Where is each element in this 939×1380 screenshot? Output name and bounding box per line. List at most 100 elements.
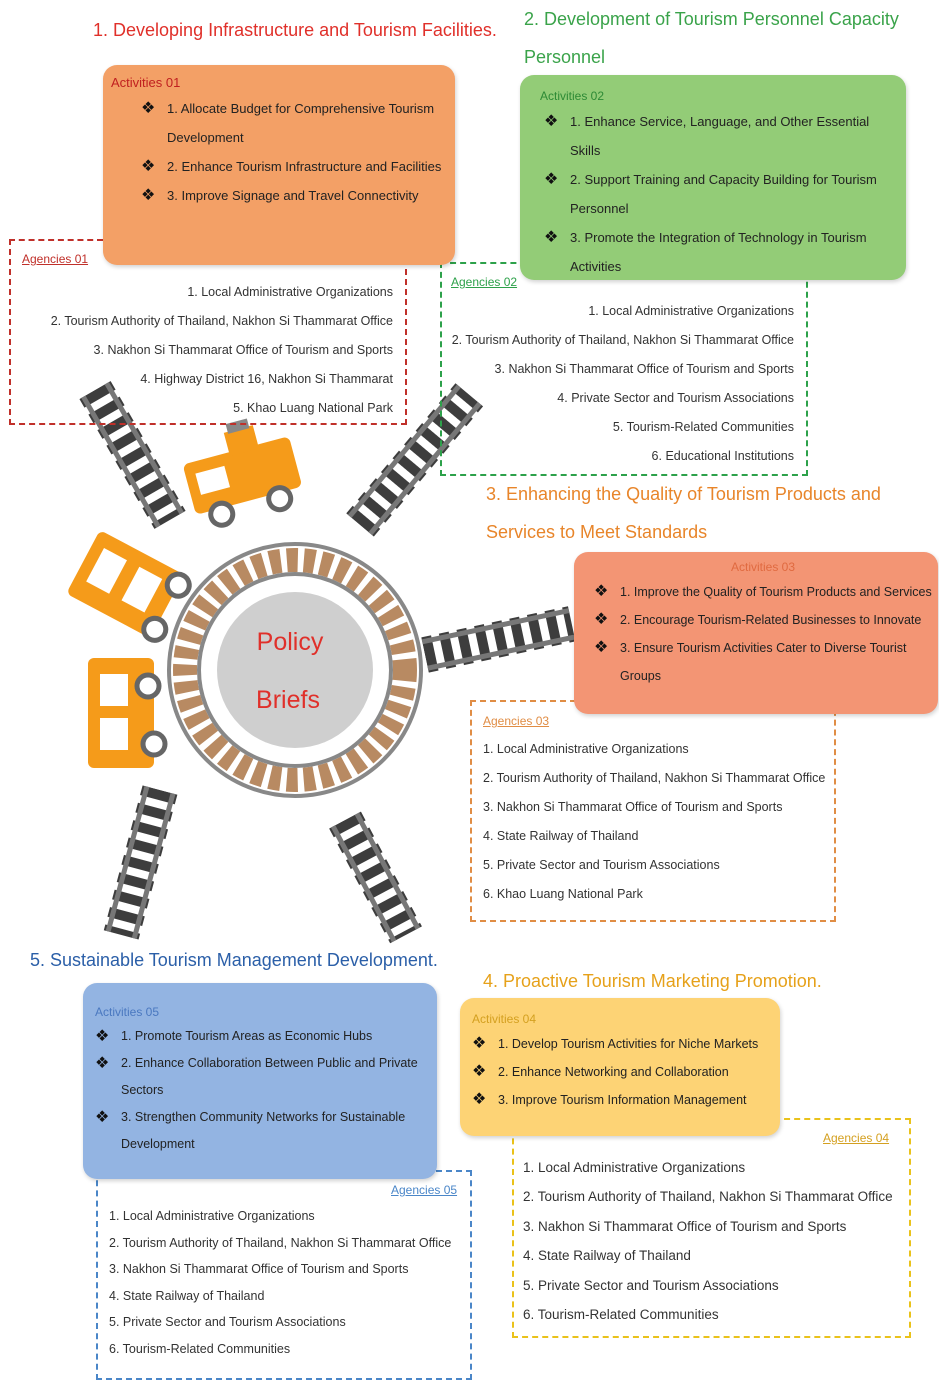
activities-03-title: Activities 03 bbox=[730, 560, 796, 574]
diamond-bullet-icon: ❖ bbox=[95, 1055, 110, 1072]
agency-03-item: 4. State Railway of Thailand bbox=[483, 829, 639, 843]
agency-02-item: 1. Local Administrative Organizations bbox=[588, 304, 794, 318]
diamond-bullet-icon: ❖ bbox=[472, 1091, 487, 1108]
agency-01-item: 3. Nakhon Si Thammarat Office of Tourism… bbox=[93, 343, 393, 357]
activities-05-title: Activities 05 bbox=[95, 1005, 160, 1019]
diamond-bullet-icon: ❖ bbox=[141, 187, 156, 204]
train-car-2 bbox=[88, 658, 168, 768]
agency-03-item: 6. Khao Luang National Park bbox=[483, 887, 643, 901]
agency-04-item: 1. Local Administrative Organizations bbox=[523, 1160, 746, 1175]
activity-05-item: ❖ 3. Strengthen Community Networks for Su… bbox=[95, 1104, 427, 1158]
agencies-02-title: Agencies 02 bbox=[451, 275, 518, 289]
diamond-bullet-icon: ❖ bbox=[95, 1109, 110, 1126]
agency-01-item: 1. Local Administrative Organizations bbox=[187, 285, 393, 299]
diamond-bullet-icon: ❖ bbox=[594, 583, 609, 600]
activity-04-item: ❖1. Develop Tourism Activities for Niche… bbox=[472, 1030, 772, 1058]
rail-track-right bbox=[421, 606, 576, 673]
diamond-bullet-icon: ❖ bbox=[472, 1063, 487, 1080]
rail-track-upper-right bbox=[346, 383, 484, 537]
section-5-heading: 5. Sustainable Tourism Management Develo… bbox=[30, 950, 438, 970]
activity-text: 1. Allocate Budget for Comprehensive Tou… bbox=[167, 101, 435, 145]
activity-text: 3. Improve Signage and Travel Connectivi… bbox=[167, 188, 419, 203]
agency-03-item: 3. Nakhon Si Thammarat Office of Tourism… bbox=[483, 800, 783, 814]
activity-text: 2. Enhance Networking and Collaboration bbox=[498, 1065, 729, 1079]
activity-01-item: ❖ 2. Enhance Tourism Infrastructure and F… bbox=[141, 152, 447, 181]
train-engine bbox=[183, 418, 301, 528]
agency-05-item: 1. Local Administrative Organizations bbox=[109, 1209, 315, 1223]
agency-02-item: 3. Nakhon Si Thammarat Office of Tourism… bbox=[494, 362, 794, 376]
activities-05-box: Activities 05 ❖ 1. Promote Tourism Areas … bbox=[83, 983, 437, 1179]
agency-02-item: 2. Tourism Authority of Thailand, Nakhon… bbox=[451, 333, 794, 347]
agency-04-item: 2. Tourism Authority of Thailand, Nakhon… bbox=[523, 1189, 893, 1205]
activity-text: 1. Improve the Quality of Tourism Produc… bbox=[620, 585, 932, 599]
agency-05-item: 2. Tourism Authority of Thailand, Nakhon… bbox=[109, 1235, 452, 1250]
activity-text: 3. Improve Tourism Information Managemen… bbox=[498, 1093, 747, 1107]
agency-03-item: 5. Private Sector and Tourism Associatio… bbox=[483, 858, 720, 872]
agency-02-item: 5. Tourism-Related Communities bbox=[612, 420, 794, 434]
diamond-bullet-icon: ❖ bbox=[95, 1028, 110, 1045]
agency-02-item: 6. Educational Institutions bbox=[651, 449, 794, 463]
diamond-bullet-icon: ❖ bbox=[594, 639, 609, 656]
activity-text: 3. Strengthen Community Networks for Sus… bbox=[121, 1110, 406, 1151]
activities-02-box: Activities 02 ❖1. Enhance Service, Langu… bbox=[520, 75, 906, 280]
agency-03-item: 2. Tourism Authority of Thailand, Nakhon… bbox=[483, 771, 826, 785]
agencies-03-title: Agencies 03 bbox=[483, 714, 550, 728]
activities-04-box: Activities 04 ❖1. Develop Tourism Activi… bbox=[460, 998, 780, 1136]
activities-04-title: Activities 04 bbox=[472, 1012, 537, 1026]
agency-01-item: 2. Tourism Authority of Thailand, Nakhon… bbox=[50, 314, 393, 328]
activity-03-item: ❖3. Ensure Tourism Activities Cater to D… bbox=[594, 634, 932, 690]
section-2-heading-line2: Personnel bbox=[524, 47, 606, 67]
agency-01-item: 4. Highway District 16, Nakhon Si Thamma… bbox=[140, 372, 393, 386]
section-3-heading-line1: 3. Enhancing the Quality of Tourism Prod… bbox=[486, 484, 881, 504]
activities-02-title: Activities 02 bbox=[540, 89, 605, 103]
activities-01-title: Activities 01 bbox=[111, 75, 181, 90]
agency-01-item: 5. Khao Luang National Park bbox=[233, 401, 393, 415]
circular-track bbox=[167, 542, 423, 798]
diamond-bullet-icon: ❖ bbox=[544, 229, 559, 246]
activity-text: 2. Encourage Tourism-Related Businesses … bbox=[620, 613, 922, 627]
agency-04-item: 5. Private Sector and Tourism Associatio… bbox=[523, 1277, 779, 1293]
diamond-bullet-icon: ❖ bbox=[472, 1035, 487, 1052]
activity-text: 2. Enhance Collaboration Between Public … bbox=[121, 1056, 418, 1097]
activity-02-item: ❖ 3. Promote the Integration of Technolog… bbox=[544, 223, 898, 281]
activity-text: 2. Support Training and Capacity Buildin… bbox=[570, 172, 877, 216]
section-2-heading-line1: 2. Development of Tourism Personnel Capa… bbox=[524, 9, 899, 29]
activity-04-item: ❖ 3. Improve Tourism Information Manageme… bbox=[472, 1086, 772, 1114]
activity-text: 2. Enhance Tourism Infrastructure and Fa… bbox=[167, 159, 442, 174]
agency-05-item: 4. State Railway of Thailand bbox=[109, 1288, 265, 1303]
agencies-04-title: Agencies 04 bbox=[823, 1131, 890, 1145]
rail-track-upper-left bbox=[79, 381, 186, 529]
diamond-bullet-icon: ❖ bbox=[141, 100, 156, 117]
agency-04-item: 4. State Railway of Thailand bbox=[523, 1248, 691, 1264]
center-label-line2: Briefs bbox=[256, 686, 320, 714]
train-car-1 bbox=[68, 532, 192, 643]
diamond-bullet-icon: ❖ bbox=[544, 113, 559, 130]
activity-03-item: ❖ 2. Encourage Tourism-Related Businesses… bbox=[594, 606, 932, 634]
activity-01-item: ❖ 3. Improve Signage and Travel Connectiv… bbox=[141, 181, 447, 210]
activity-text: 3. Promote the Integration of Technology… bbox=[570, 230, 867, 274]
agency-05-item: 6. Tourism-Related Communities bbox=[109, 1341, 291, 1356]
agency-02-item: 4. Private Sector and Tourism Associatio… bbox=[557, 391, 794, 405]
agencies-01-box bbox=[9, 239, 407, 425]
section-4-heading: 4. Proactive Tourism Marketing Promotion… bbox=[483, 971, 822, 991]
agency-05-item: 5. Private Sector and Tourism Associatio… bbox=[109, 1315, 346, 1330]
agency-03-item: 1. Local Administrative Organizations bbox=[483, 742, 689, 756]
diamond-bullet-icon: ❖ bbox=[594, 611, 609, 628]
agency-04-item: 3. Nakhon Si Thammarat Office of Tourism… bbox=[523, 1218, 847, 1234]
rail-track-lower-left bbox=[103, 785, 178, 940]
diamond-bullet-icon: ❖ bbox=[141, 158, 156, 175]
section-1-heading: 1. Developing Infrastructure and Tourism… bbox=[93, 20, 497, 40]
activity-05-item: ❖ 2. Enhance Collaboration Between Public… bbox=[95, 1050, 427, 1104]
activity-03-item: ❖ 1. Improve the Quality of Tourism Produ… bbox=[594, 578, 932, 606]
activity-02-item: ❖1. Enhance Service, Language, and Other… bbox=[544, 107, 898, 165]
activity-05-item: ❖ 1. Promote Tourism Areas as Economic Hu… bbox=[95, 1023, 427, 1050]
rail-track-lower-right bbox=[329, 811, 422, 944]
activity-text: 1. Promote Tourism Areas as Economic Hub… bbox=[121, 1029, 373, 1043]
agency-05-item: 3. Nakhon Si Thammarat Office of Tourism… bbox=[109, 1262, 409, 1277]
activity-01-item: ❖ 1. Allocate Budget for Comprehensive To… bbox=[141, 94, 447, 152]
agency-04-item: 6. Tourism-Related Communities bbox=[523, 1307, 719, 1323]
center-label-line1: Policy bbox=[256, 628, 324, 656]
agencies-01-title: Agencies 01 bbox=[22, 252, 89, 266]
activity-04-item: ❖ 2. Enhance Networking and Collaboration bbox=[472, 1058, 772, 1086]
